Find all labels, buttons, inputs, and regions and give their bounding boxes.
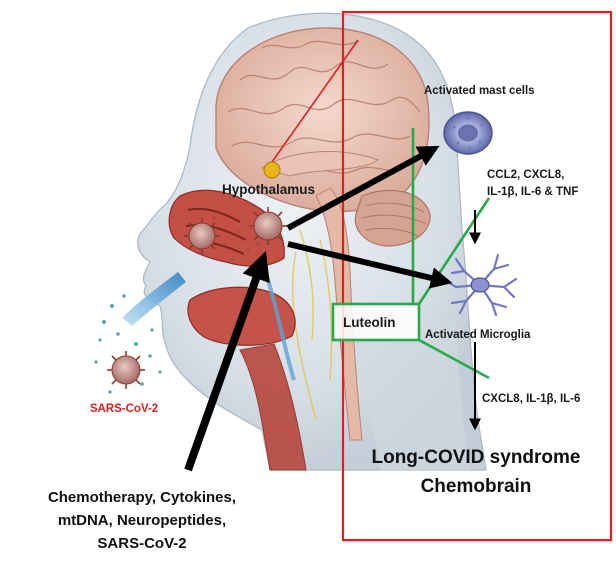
virus-icon bbox=[107, 351, 145, 389]
virus-icon bbox=[184, 218, 220, 254]
outcome-line2: Chemobrain bbox=[421, 476, 532, 497]
virus-icon bbox=[249, 207, 287, 245]
triggers-line3: SARS-CoV-2 bbox=[97, 535, 186, 552]
hypothalamus-label: Hypothalamus bbox=[222, 182, 315, 197]
mast-cells-label: Activated mast cells bbox=[424, 85, 535, 97]
mast-mediators-line1: CCL2, CXCL8, bbox=[487, 169, 564, 181]
outcome-line1: Long-COVID syndrome bbox=[371, 447, 580, 468]
microglia-label: Activated Microglia bbox=[425, 329, 531, 341]
triggers-line1: Chemotherapy, Cytokines, bbox=[48, 489, 236, 506]
hypothalamus-dot bbox=[264, 162, 280, 178]
virus-label: SARS-CoV-2 bbox=[90, 403, 158, 415]
luteolin-label: Luteolin bbox=[343, 315, 396, 330]
mast-cell-icon bbox=[444, 112, 492, 154]
mast-mediators-line2: IL-1β, IL-6 & TNF bbox=[487, 186, 578, 198]
triggers-line2: mtDNA, Neuropeptides, bbox=[58, 512, 226, 529]
microglia-mediators-label: CXCL8, IL-1β, IL-6 bbox=[482, 393, 580, 405]
